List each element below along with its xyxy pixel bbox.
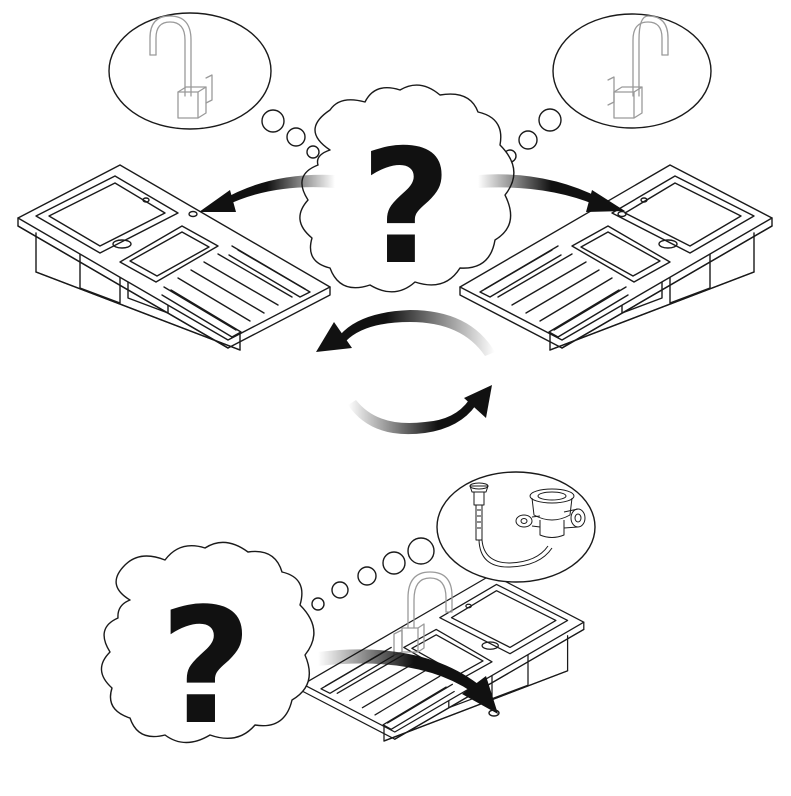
tap-installed: [393, 571, 453, 656]
tap-bubble-left: [108, 12, 320, 159]
question-cloud-top: ?: [299, 84, 515, 300]
waste-bubble: [311, 471, 596, 611]
arrow-to-left-sink: [199, 174, 335, 212]
waste-fitting-icon: [469, 482, 586, 568]
rotate-arrow-top: [340, 310, 495, 356]
tap-bubble-right: [503, 13, 712, 163]
rotate-arrow-bottom: [348, 400, 476, 435]
sink-left: [17, 164, 331, 351]
waste-hole: [488, 709, 500, 717]
tap-icon: [607, 15, 669, 119]
swap-arrows: [316, 310, 495, 435]
tap-icon: [149, 15, 213, 119]
sink-bottom: [302, 573, 585, 742]
arrow-to-waste: [318, 649, 498, 714]
sink-right: [459, 164, 773, 351]
question-mark-top: ?: [360, 116, 452, 300]
question-cloud-bottom: ?: [100, 541, 315, 760]
arrow-to-right-sink: [478, 174, 625, 212]
question-mark-bottom: ?: [160, 573, 253, 760]
